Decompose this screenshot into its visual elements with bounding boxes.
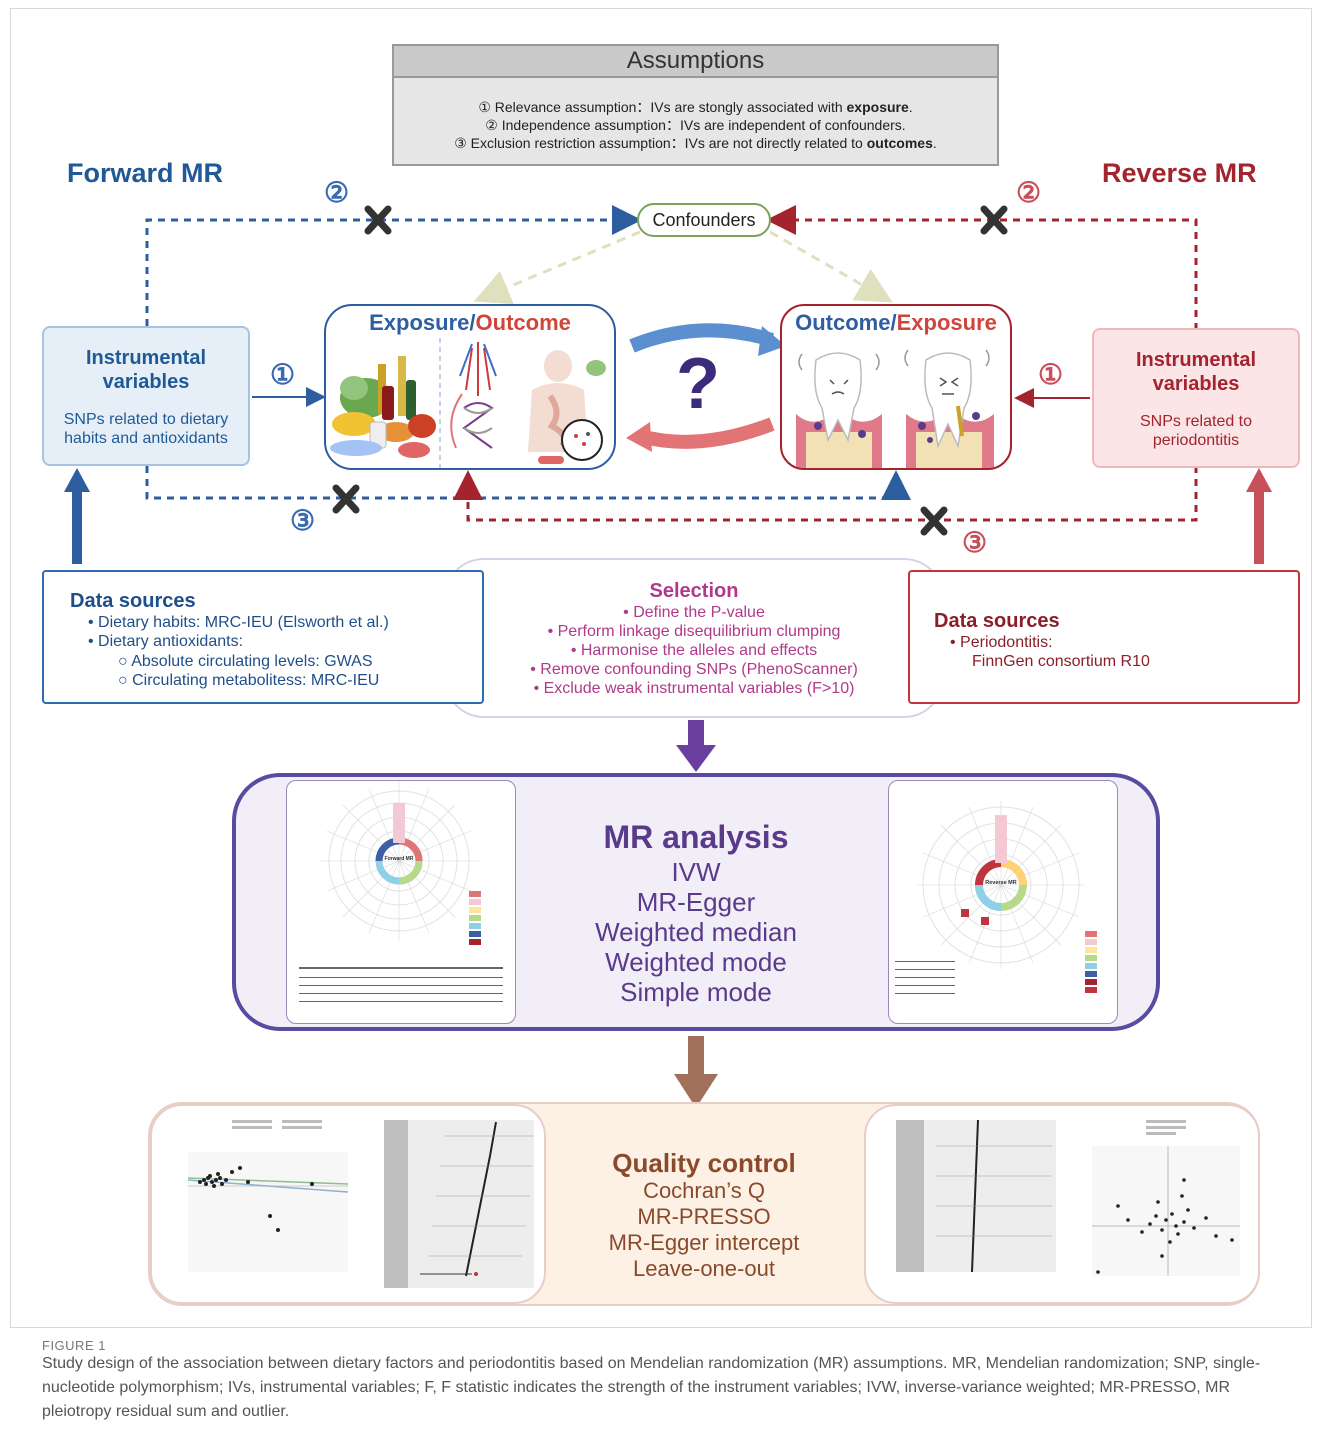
outcome-exposure-panel: Outcome/Exposure [780, 304, 1012, 470]
forward-data-source-subtext: Circulating metabolitess: MRC-IEU [132, 672, 380, 689]
selection-title: Selection [649, 580, 739, 602]
exposure-label-reverse: Exposure [896, 310, 997, 335]
assumption-independence: ② Independence assumption：IVs are indepe… [485, 117, 906, 133]
number-two-reverse: ② [1016, 177, 1042, 208]
number-three-forward: ③ [290, 505, 316, 536]
selection-item: • Define the P-value [623, 604, 765, 621]
outcome-label-reverse: Outcome [795, 310, 891, 335]
selection-box: Selection • Define the P-value • Perform… [444, 558, 944, 718]
reverse-iv-title: Instrumental variables [1135, 349, 1257, 395]
forward-data-sources-box: Data sources • Dietary habits: MRC-IEU (… [42, 570, 484, 704]
forward-data-sources-title: Data sources [70, 590, 196, 612]
x-mark-icon [332, 205, 1008, 536]
mr-method: Simple mode [620, 977, 772, 1007]
reverse-data-source-detail: FinnGen consortium R10 [972, 653, 1150, 670]
connector-lines [64, 205, 1272, 1108]
mr-method: Weighted median [595, 917, 797, 947]
confounders-node: Confounders [637, 203, 771, 237]
selection-item: • Remove confounding SNPs (PhenoScanner) [530, 661, 858, 678]
selection-item: • Exclude weak instrumental variables (F… [533, 680, 855, 697]
reverse-data-sources-box: Data sources • Periodontitis: FinnGen co… [908, 570, 1300, 704]
selection-item-text: Harmonise the alleles and effects [580, 642, 818, 659]
qc-method: Cochran’s Q [643, 1178, 765, 1203]
outcome-label: Outcome [475, 310, 571, 335]
assumption-exclusion: ③ Exclusion restriction assumption：IVs a… [454, 135, 937, 151]
outcome-exposure-title: Outcome/Exposure [795, 310, 997, 335]
assumption-relevance: ① Relevance assumption：IVs are stongly a… [478, 99, 913, 115]
forward-data-source-subtext: Absolute circulating levels: GWAS [131, 653, 373, 670]
figure-frame [10, 8, 1312, 1328]
qc-method: MR-PRESSO [637, 1204, 771, 1229]
forward-exclusion-path [145, 466, 911, 500]
reverse-confounder-path [766, 205, 1198, 330]
reverse-mr-circular-plot: Reverse MR [888, 780, 1118, 1024]
forward-mr-heading: Forward MR [67, 158, 224, 188]
forward-iv-title: Instrumental variables [85, 347, 207, 393]
exposure-label: Exposure [369, 310, 470, 335]
reverse-curved-arrow [638, 417, 775, 449]
forward-data-source-subitem: ○ Circulating metabolitess: MRC-IEU [118, 672, 380, 689]
forward-data-source-text: Dietary habits: MRC-IEU (Elsworth et al.… [98, 614, 389, 631]
selection-item-text: Remove confounding SNPs (PhenoScanner) [540, 661, 858, 678]
reverse-iv-subtitle: SNPs related to periodontitis [1139, 413, 1253, 449]
reverse-exclusion-path [453, 466, 1198, 522]
number-one-forward: ① [270, 359, 296, 390]
reverse-data-source-item: • Periodontitis: [950, 634, 1053, 651]
assumptions-title: Assumptions [394, 46, 997, 78]
reverse-data-sources-title: Data sources [934, 610, 1060, 632]
mr-analysis-title: MR analysis [603, 819, 789, 855]
exposure-outcome-title: Exposure/Outcome [369, 310, 571, 335]
forward-qc-plots [150, 1104, 546, 1304]
forward-mr-center-label: Forward MR [385, 856, 414, 862]
number-two-forward: ② [324, 177, 350, 208]
forward-data-source-item: • Dietary antioxidants: [88, 633, 244, 650]
forward-curved-arrow [629, 323, 775, 353]
forward-iv-subtitle: SNPs related to dietary habits and antio… [63, 411, 229, 447]
diet-illustration [330, 338, 606, 468]
qc-method: MR-Egger intercept [608, 1230, 800, 1255]
reverse-mr-heading: Reverse MR [1102, 158, 1257, 188]
selection-item: • Perform linkage disequilibrium clumpin… [547, 623, 841, 640]
mr-method: MR-Egger [636, 887, 756, 917]
selection-item-text: Exclude weak instrumental variables (F>1… [543, 680, 855, 697]
forward-confounder-path [145, 205, 642, 326]
forward-data-source-text: Dietary antioxidants: [98, 633, 244, 650]
teeth-illustration [796, 349, 994, 468]
selection-item-text: Perform linkage disequilibrium clumping [557, 623, 841, 640]
forward-data-source-item: • Dietary habits: MRC-IEU (Elsworth et a… [88, 614, 389, 631]
reverse-data-source-text: Periodontitis: [960, 634, 1053, 651]
forward-data-source-subitem: ○ Absolute circulating levels: GWAS [118, 653, 373, 670]
reverse-mr-center-label: Reverse MR [985, 880, 1017, 886]
reverse-instrumental-variables-box: Instrumental variables SNPs related to p… [1092, 328, 1300, 468]
reverse-qc-plots [864, 1104, 1260, 1304]
forward-mr-circular-plot: Forward MR [286, 780, 516, 1024]
quality-control-title: Quality control [612, 1148, 796, 1178]
question-mark: ? [676, 344, 720, 424]
number-one-reverse: ① [1038, 359, 1064, 390]
assumptions-box: Assumptions ① Relevance assumption：IVs a… [392, 44, 999, 166]
figure-caption: Study design of the association between … [42, 1355, 1261, 1420]
mr-method: IVW [671, 857, 721, 887]
selection-item: • Harmonise the alleles and effects [570, 642, 818, 659]
confounder-to-outcome [769, 230, 893, 303]
confounder-to-exposure [473, 230, 641, 305]
number-three-reverse: ③ [962, 527, 988, 558]
forward-instrumental-variables-box: Instrumental variables SNPs related to d… [42, 326, 250, 466]
qc-method: Leave-one-out [633, 1256, 775, 1281]
mr-method: Weighted mode [605, 947, 787, 977]
figure-label: FIGURE 1 [42, 1338, 106, 1353]
exposure-outcome-panel: Exposure/Outcome [324, 304, 616, 470]
selection-item-text: Define the P-value [633, 604, 765, 621]
